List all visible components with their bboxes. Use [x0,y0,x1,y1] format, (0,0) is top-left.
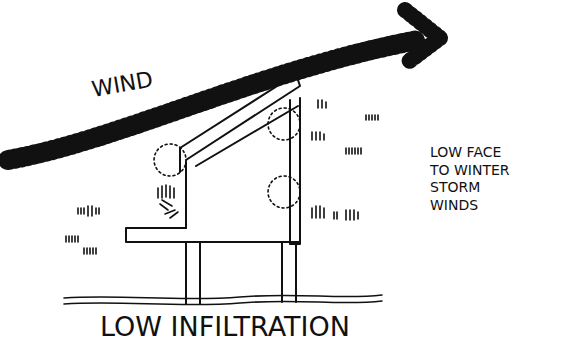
ground-line [64,295,382,299]
caption-label: LOW INFILTRATION [100,310,350,344]
wind-arrowhead [405,10,440,62]
wind-label: WIND [90,66,155,104]
note-label: LOW FACE TO WINTER STORM WINDS [430,144,522,214]
building-outline [126,74,300,304]
ground-line [64,301,382,305]
infiltration-marks [66,100,378,254]
